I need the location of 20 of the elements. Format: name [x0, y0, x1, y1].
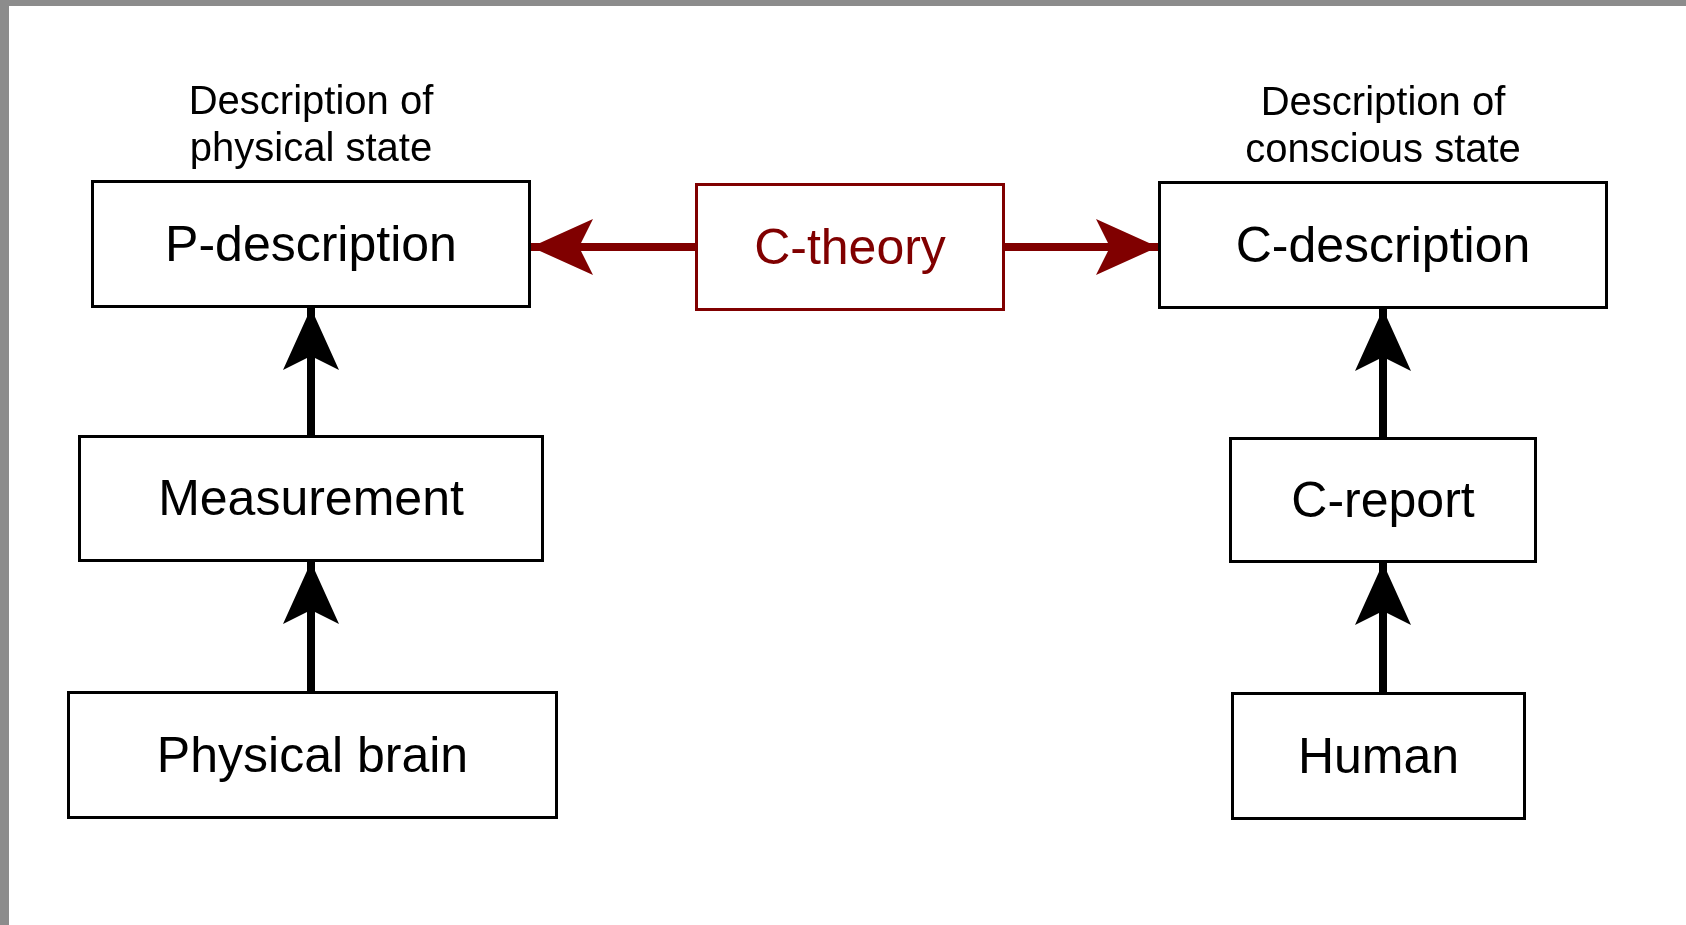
- arrow: [1005, 219, 1158, 275]
- process-box: [1229, 437, 1537, 563]
- arrow: [1355, 309, 1411, 437]
- box-label: Human: [1297, 728, 1460, 784]
- box-label: C-description: [1235, 217, 1531, 273]
- box-label: C-report: [1291, 472, 1475, 528]
- process-box: [695, 183, 1005, 311]
- box-heading: Description of conscious state: [1244, 77, 1522, 172]
- arrow: [1355, 563, 1411, 692]
- arrow: [531, 219, 695, 275]
- process-box: [1231, 692, 1526, 820]
- box-label: Physical brain: [156, 727, 469, 783]
- process-box: [78, 435, 544, 562]
- arrow: [283, 308, 339, 435]
- box-heading: Description of physical state: [187, 76, 435, 171]
- box-label: Measurement: [158, 471, 464, 526]
- arrow: [283, 562, 339, 691]
- box-label: C-theory: [754, 219, 946, 275]
- process-box: [67, 691, 558, 819]
- box-label: P-description: [165, 216, 457, 272]
